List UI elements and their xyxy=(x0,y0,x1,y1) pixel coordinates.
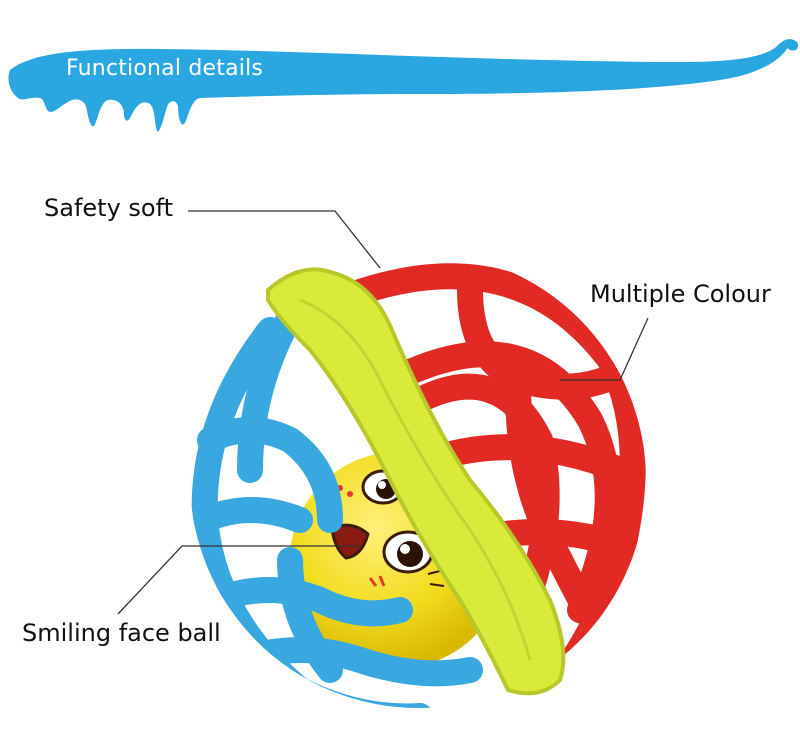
paint-swoosh xyxy=(8,39,799,132)
yellow-green-band xyxy=(266,267,566,696)
callout-smiling-face-ball: Smiling face ball xyxy=(22,619,221,647)
red-cage xyxy=(347,263,646,708)
leader-lines xyxy=(117,210,649,615)
leader-safety xyxy=(188,210,381,269)
leader-smiling-face xyxy=(117,545,360,615)
leader-multiple-colour xyxy=(560,317,649,381)
banner-graphic xyxy=(8,0,799,132)
callout-multiple-colour: Multiple Colour xyxy=(590,280,771,308)
callout-safety-soft: Safety soft xyxy=(44,194,174,222)
banner-title: Functional details xyxy=(66,56,264,81)
top-glow xyxy=(130,0,410,20)
